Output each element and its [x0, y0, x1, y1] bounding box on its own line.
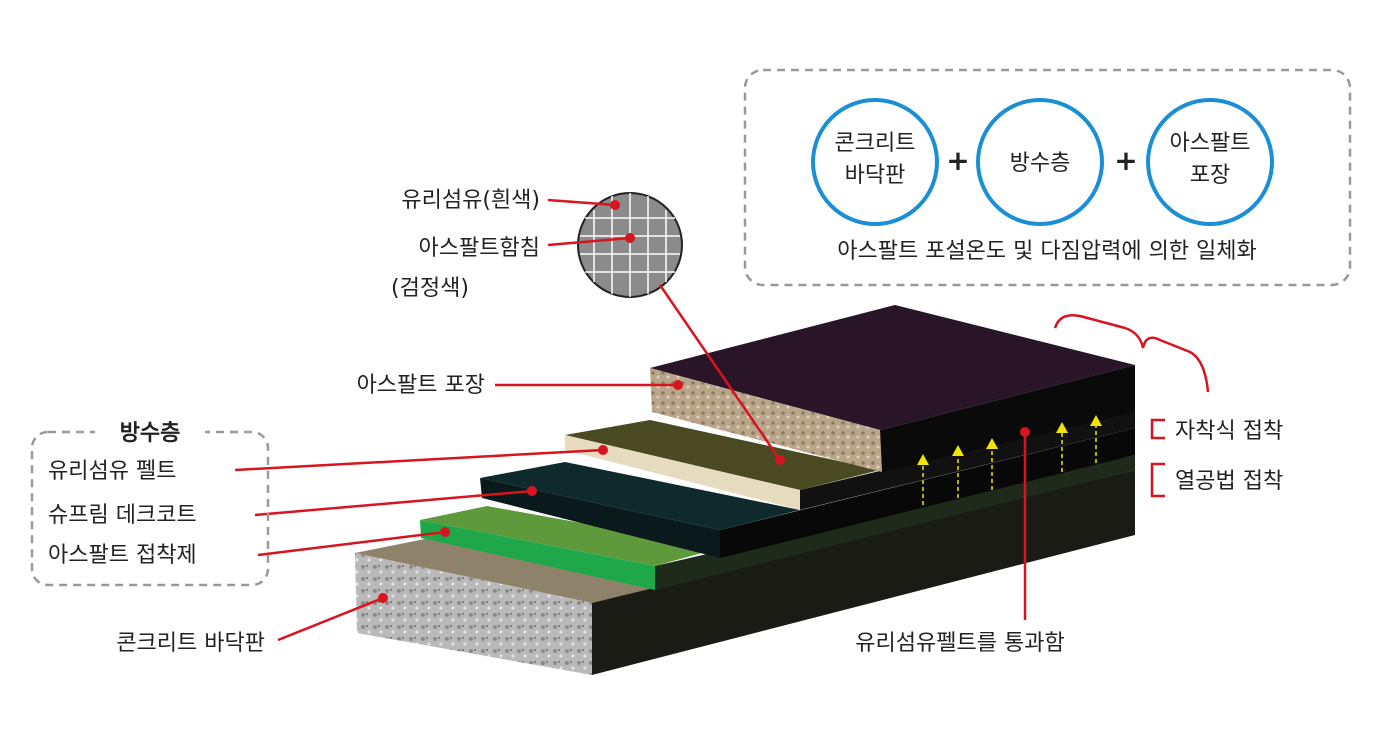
circle-asphalt-line2: 포장 [1190, 163, 1230, 188]
label-asphalt-impregnated: 아스팔트함침 [419, 236, 540, 261]
circle-concrete-line1: 콘크리트 [835, 131, 916, 156]
label-concrete-slab: 콘크리트 바닥판 [116, 631, 265, 656]
plus-sign: + [1114, 144, 1137, 177]
label-black: (검정색) [391, 276, 469, 301]
circle-asphalt-line1: 아스팔트 [1170, 131, 1251, 156]
leader-lines [234, 198, 1210, 642]
circle-waterproof: 방수층 [1010, 151, 1071, 176]
summary-caption: 아스팔트 포설온도 및 다짐압력에 의한 일체화 [837, 239, 1257, 264]
label-glass-fiber: 유리섬유(흰색) [401, 188, 540, 213]
glass-fiber-felt-layer [565, 410, 1135, 510]
label-heat-adhesive: 열공법 접착 [1175, 469, 1283, 494]
asphalt-adhesive-layer [420, 455, 1135, 590]
label-asphalt-adhesive: 아스팔트 접착제 [48, 543, 197, 568]
label-glass-fiber-felt: 유리섬유 펠트 [48, 459, 176, 484]
deck-coat-layer [480, 428, 1135, 558]
label-deck-coat: 슈프림 데크코트 [48, 503, 197, 528]
plus-sign: + [946, 144, 969, 177]
circle-concrete-line2: 바닥판 [845, 163, 906, 188]
label-pass-through: 유리섬유펠트를 통과함 [855, 631, 1064, 656]
waterproof-layer-box: 방수층 유리섬유 펠트 슈프림 데크코트 아스팔트 접착제 [30, 418, 270, 587]
fiber-detail-circle [577, 192, 683, 298]
label-asphalt-pavement: 아스팔트 포장 [357, 373, 485, 398]
adhesion-arrows [917, 415, 1102, 505]
summary-box: 콘크리트 바닥판 방수층 아스팔트 포장 + + 아스팔트 포설온도 및 다짐압… [743, 68, 1352, 287]
label-self-adhesive: 자착식 접착 [1175, 419, 1283, 444]
waterproof-title: 방수층 [120, 421, 181, 446]
asphalt-pavement-layer [650, 305, 1135, 472]
